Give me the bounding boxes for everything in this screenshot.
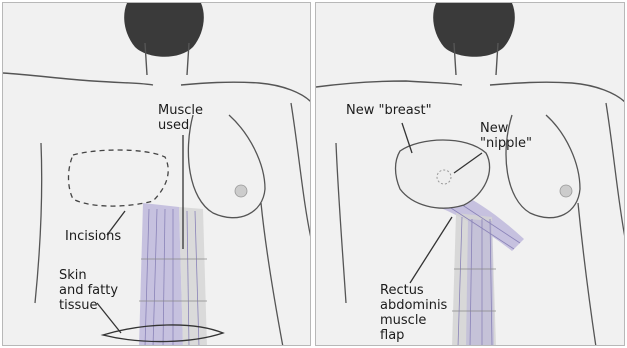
label-rectus-flap: Rectus abdominis muscle flap bbox=[380, 283, 447, 343]
before-panel: Muscle used Incisions Skin and fatty tis… bbox=[2, 2, 311, 346]
torso-outline bbox=[316, 81, 625, 103]
before-illustration bbox=[3, 3, 311, 346]
right-side bbox=[261, 203, 283, 346]
torso-outline bbox=[3, 73, 311, 103]
right-side bbox=[578, 203, 596, 346]
nipple bbox=[560, 185, 572, 197]
hair bbox=[124, 3, 204, 57]
right-arm bbox=[606, 103, 625, 243]
hair bbox=[433, 3, 515, 57]
label-new-nipple: New "nipple" bbox=[480, 121, 532, 151]
left-side bbox=[336, 143, 346, 303]
new-breast bbox=[396, 140, 490, 208]
after-illustration bbox=[316, 3, 625, 346]
rectus-pointer bbox=[410, 217, 452, 283]
after-panel: New "breast" New "nipple" Rectus abdomin… bbox=[315, 2, 625, 346]
label-skin-fatty-tissue: Skin and fatty tissue bbox=[59, 268, 118, 313]
left-side bbox=[35, 143, 42, 303]
label-incisions: Incisions bbox=[65, 229, 121, 244]
label-muscle-used: Muscle used bbox=[158, 103, 203, 133]
nipple bbox=[235, 185, 247, 197]
incision-dashed bbox=[69, 150, 169, 206]
right-arm bbox=[291, 103, 311, 243]
label-new-breast: New "breast" bbox=[346, 103, 432, 118]
